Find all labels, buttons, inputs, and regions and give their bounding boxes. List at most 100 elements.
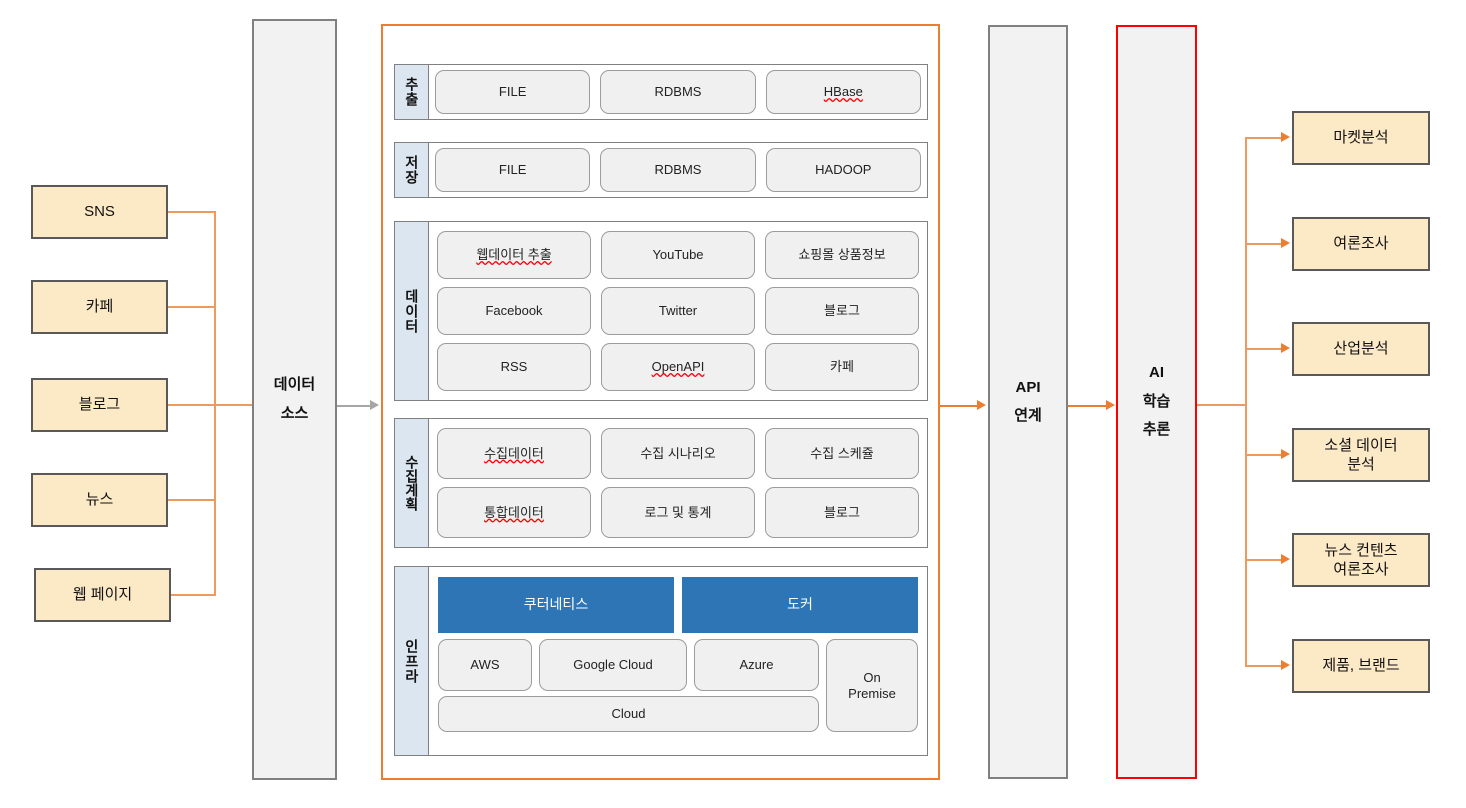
- output-box-news-content-opinion[interactable]: 뉴스 컨텐츠 여론조사: [1292, 533, 1430, 587]
- chip-azure[interactable]: Azure: [694, 639, 819, 691]
- arrow-api-to-ai: [1106, 400, 1115, 410]
- arrow-source-to-platform: [370, 400, 379, 410]
- source-box-webpage[interactable]: 웹 페이지: [34, 568, 171, 622]
- chip-store-rdbms[interactable]: RDBMS: [600, 148, 756, 192]
- chip-label: OpenAPI: [651, 359, 705, 375]
- chip-plan-integrated-data[interactable]: 통합데이터: [437, 487, 591, 538]
- connector-output-2: [1245, 243, 1283, 245]
- platform-panel: 추출 FILE RDBMS HBase 저장: [381, 24, 940, 780]
- infra-orchestration-row: 쿠터네티스 도커: [438, 577, 918, 633]
- pillar-line-1: API: [1015, 378, 1041, 396]
- chip-data-twitter[interactable]: Twitter: [601, 287, 755, 335]
- chip-label: 로그 및 통계: [644, 504, 712, 520]
- chip-label: Google Cloud: [573, 657, 653, 673]
- chip-data-web-extract[interactable]: 웹데이터 추출: [437, 231, 591, 279]
- chip-data-shopping[interactable]: 쇼핑몰 상품정보: [765, 231, 919, 279]
- chip-label: Twitter: [658, 303, 698, 319]
- chip-plan-log-stats[interactable]: 로그 및 통계: [601, 487, 755, 538]
- chip-label: 블로그: [824, 504, 860, 520]
- pillar-line-2: 소스: [280, 404, 309, 422]
- output-label-line2: 여론조사: [1333, 561, 1389, 578]
- output-label-line2: 분석: [1347, 456, 1375, 473]
- output-box-product-brand[interactable]: 제품, 브랜드: [1292, 639, 1430, 693]
- source-box-sns[interactable]: SNS: [31, 185, 168, 239]
- chip-data-rss[interactable]: RSS: [437, 343, 591, 391]
- chip-plan-blog[interactable]: 블로그: [765, 487, 919, 538]
- chip-kubernetes[interactable]: 쿠터네티스: [438, 577, 674, 633]
- group-label-infra: 인프라: [395, 567, 429, 755]
- source-box-blog[interactable]: 블로그: [31, 378, 168, 432]
- chip-data-youtube[interactable]: YouTube: [601, 231, 755, 279]
- chip-google-cloud[interactable]: Google Cloud: [539, 639, 687, 691]
- chip-label: 웹데이터 추출: [476, 247, 552, 263]
- chip-docker[interactable]: 도커: [682, 577, 918, 633]
- connector-source-trunk: [214, 211, 216, 596]
- arrow-output-3: [1281, 343, 1290, 353]
- source-box-cafe[interactable]: 카페: [31, 280, 168, 334]
- arrow-output-2: [1281, 238, 1290, 248]
- pillar-line-1: 데이터: [273, 376, 316, 393]
- chip-data-openapi[interactable]: OpenAPI: [601, 343, 755, 391]
- group-infra: 인프라 쿠터네티스 도커 AWS: [394, 566, 928, 756]
- chip-label: AWS: [470, 657, 500, 673]
- group-store: 저장 FILE RDBMS HADOOP: [394, 142, 928, 198]
- pillar-data-source[interactable]: 데이터 소스: [252, 19, 337, 780]
- pillar-ai[interactable]: AI 학습 추론: [1116, 25, 1197, 779]
- chip-data-blog[interactable]: 블로그: [765, 287, 919, 335]
- chip-extract-hbase[interactable]: HBase: [765, 70, 921, 114]
- chip-extract-rdbms[interactable]: RDBMS: [600, 70, 756, 114]
- chip-on-premise[interactable]: On Premise: [826, 639, 918, 732]
- connector-platform-to-api: [940, 405, 978, 407]
- group-label-extract: 추출: [395, 65, 429, 119]
- chip-data-cafe[interactable]: 카페: [765, 343, 919, 391]
- chip-label: 쿠터네티스: [523, 596, 589, 613]
- chip-aws[interactable]: AWS: [438, 639, 532, 691]
- chip-label: 수집 스케쥴: [810, 445, 874, 461]
- arrow-output-1: [1281, 132, 1290, 142]
- connector-output-6: [1245, 665, 1283, 667]
- connector-source-to-pillar: [214, 404, 254, 406]
- pillar-line-2: 연계: [1014, 407, 1042, 424]
- source-label: 카페: [85, 297, 114, 315]
- chip-extract-file[interactable]: FILE: [435, 70, 591, 114]
- chip-label: RDBMS: [654, 84, 702, 100]
- chip-label: 쇼핑몰 상품정보: [798, 247, 886, 263]
- source-box-news[interactable]: 뉴스: [31, 473, 168, 527]
- chip-label-line1: On: [863, 669, 881, 685]
- chip-store-hadoop[interactable]: HADOOP: [765, 148, 921, 192]
- output-box-social-data-analysis[interactable]: 소셜 데이터 분석: [1292, 428, 1430, 482]
- chip-data-facebook[interactable]: Facebook: [437, 287, 591, 335]
- source-label: 블로그: [78, 395, 121, 413]
- arrow-output-4: [1281, 449, 1290, 459]
- output-label-line1: 여론조사: [1333, 235, 1389, 253]
- chip-plan-collect-data[interactable]: 수집데이터: [437, 428, 591, 479]
- chip-cloud-bar[interactable]: Cloud: [438, 696, 819, 732]
- output-label-line1: 마켓분석: [1333, 129, 1389, 147]
- chip-label: 수집데이터: [484, 445, 544, 461]
- output-box-market-analysis[interactable]: 마켓분석: [1292, 111, 1430, 165]
- group-label-store: 저장: [395, 143, 429, 197]
- source-label: 뉴스: [85, 490, 114, 508]
- pillar-api[interactable]: API 연계: [988, 25, 1068, 779]
- chip-label-line2: Premise: [848, 685, 896, 701]
- chip-label: 도커: [787, 596, 813, 613]
- connector-news: [168, 499, 215, 501]
- output-box-industry-analysis[interactable]: 산업분석: [1292, 322, 1430, 376]
- infra-cloud-left: AWS Google Cloud Azure Cloud: [438, 639, 819, 734]
- chip-store-file[interactable]: FILE: [435, 148, 591, 192]
- chip-plan-scenario[interactable]: 수집 시나리오: [601, 428, 755, 479]
- chip-label: Cloud: [611, 706, 646, 722]
- output-box-public-opinion[interactable]: 여론조사: [1292, 217, 1430, 271]
- arrow-output-5: [1281, 554, 1290, 564]
- connector-sns: [168, 211, 215, 213]
- chip-plan-schedule[interactable]: 수집 스케쥴: [765, 428, 919, 479]
- pillar-line-1: AI: [1149, 364, 1164, 382]
- output-label-line1: 산업분석: [1333, 340, 1389, 358]
- group-body-infra: 쿠터네티스 도커 AWS Google Cloud: [429, 567, 927, 755]
- chip-label: 카페: [830, 359, 854, 375]
- connector-output-4: [1245, 454, 1283, 456]
- group-label-collection-plan: 수집계획: [395, 419, 429, 547]
- arrow-output-6: [1281, 660, 1290, 670]
- connector-output-3: [1245, 348, 1283, 350]
- source-label: SNS: [84, 202, 115, 220]
